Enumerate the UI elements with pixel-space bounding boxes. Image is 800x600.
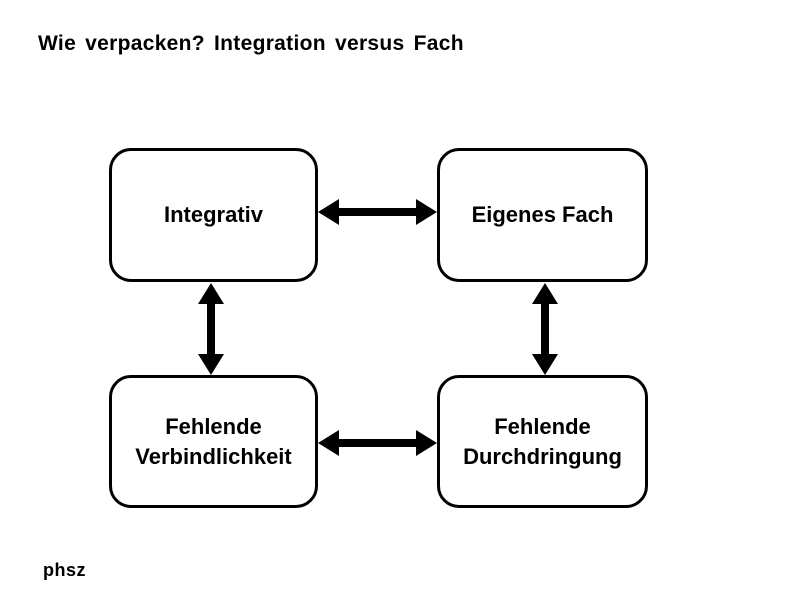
box-fehlende-verbindlichkeit-label: Fehlende Verbindlichkeit [135, 413, 292, 469]
box-fehlende-durchdringung: Fehlende Durchdringung [437, 375, 648, 508]
phsz-logo: phsz [43, 560, 87, 580]
double-arrow-icon-top-horizontal [318, 199, 437, 225]
page-title: Wie verpacken? Integration versus Fach [38, 32, 464, 55]
double-arrow-icon-right-vertical [532, 283, 558, 375]
box-eigenes-fach-label: Eigenes Fach [471, 202, 614, 228]
box-integrativ-label: Integrativ [163, 202, 264, 228]
box-eigenes-fach: Eigenes Fach [437, 148, 648, 282]
double-arrow-icon-left-vertical [198, 283, 224, 375]
box-fehlende-verbindlichkeit: Fehlende Verbindlichkeit [109, 375, 318, 508]
double-arrow-icon-bottom-horizontal [318, 430, 437, 456]
box-integrativ: Integrativ [109, 148, 318, 282]
box-fehlende-durchdringung-label: Fehlende Durchdringung [463, 413, 622, 469]
